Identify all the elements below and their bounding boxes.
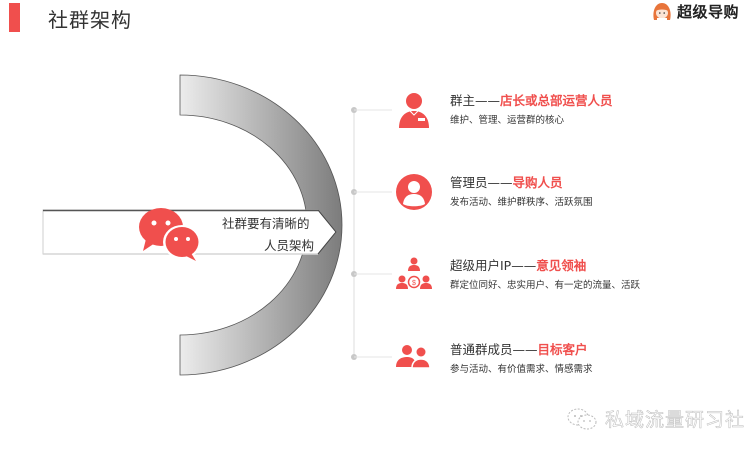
page-title: 社群架构 <box>48 8 132 32</box>
item-description: 群定位同好、忠实用户、有一定的流量、活跃 <box>450 280 641 291</box>
watermark-text: 私域流量研习社 <box>605 409 746 432</box>
wechat-outline-icon <box>567 408 597 429</box>
item-role: 意见领袖 <box>536 258 587 273</box>
wechat-icon <box>139 208 201 261</box>
user-circle-icon <box>396 174 432 210</box>
girl-avatar-icon <box>653 3 671 20</box>
role-item-admin: 管理员——导购人员 发布活动、维护群秩序、活跃氛围 <box>394 172 674 218</box>
item-dash: —— <box>475 93 501 108</box>
item-dash: —— <box>487 175 513 190</box>
item-heading: 管理员——导购人员 <box>450 172 563 191</box>
watermark: 私域流量研习社 <box>565 405 745 432</box>
group-users-icon <box>396 345 431 369</box>
item-heading: 普通群成员——目标客户 <box>450 339 588 358</box>
item-title: 群主 <box>450 93 476 108</box>
item-description: 参与活动、有价值需求、情感需求 <box>450 364 593 375</box>
item-role: 目标客户 <box>537 342 588 357</box>
role-item-super-user: $ 超级用户IP——意见领袖 群定位同好、忠实用户、有一定的流量、活跃 <box>394 255 674 301</box>
role-item-owner: 群主——店长或总部运营人员 维护、管理、运营群的核心 <box>394 90 674 136</box>
item-dash: —— <box>511 258 537 273</box>
brand: 超级导购 <box>651 0 739 22</box>
banner-text-line2: 人员架构 <box>264 238 315 253</box>
item-description: 维护、管理、运营群的核心 <box>450 115 565 126</box>
item-title: 管理员 <box>450 175 488 190</box>
item-heading: 超级用户IP——意见领袖 <box>450 255 586 274</box>
item-role: 导购人员 <box>512 175 563 190</box>
svg-text:$: $ <box>412 280 416 287</box>
brand-name: 超级导购 <box>677 2 740 21</box>
item-title: 超级用户IP <box>450 258 512 273</box>
item-heading: 群主——店长或总部运营人员 <box>450 90 613 109</box>
title-accent-bar <box>9 3 20 32</box>
network-money-icon: $ <box>396 257 432 289</box>
banner-text-line1: 社群要有清晰的 <box>222 216 310 231</box>
half-ring-arc <box>179 74 343 376</box>
item-dash: —— <box>512 342 538 357</box>
staff-person-icon <box>399 93 429 128</box>
item-title: 普通群成员 <box>450 342 513 357</box>
item-role: 店长或总部运营人员 <box>500 93 613 108</box>
role-item-member: 普通群成员——目标客户 参与活动、有价值需求、情感需求 <box>394 339 674 385</box>
item-description: 发布活动、维护群秩序、活跃氛围 <box>450 197 593 208</box>
